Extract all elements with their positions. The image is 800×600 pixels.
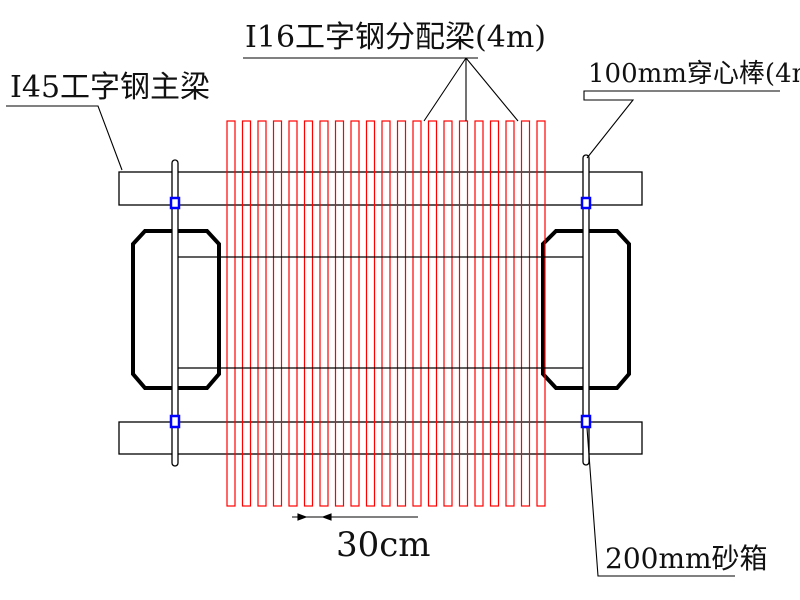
leader-distribution-3	[465, 57, 519, 122]
label-distribution-beam: I16工字钢分配梁(4m)	[245, 20, 546, 55]
sand-box-marker	[169, 196, 181, 210]
distribution-beam	[396, 120, 407, 507]
through-bar-right	[582, 154, 590, 466]
label-through-bar: 100mm穿心棒(4m)	[588, 59, 800, 89]
distribution-beam	[458, 120, 469, 507]
spacing-dimension	[292, 513, 418, 521]
distribution-beam	[427, 120, 438, 507]
distribution-beam	[365, 120, 376, 507]
distribution-beam	[505, 120, 515, 507]
distribution-beams	[226, 120, 546, 507]
pier-columns	[131, 229, 631, 390]
label-sand-box: 200mm砂箱	[605, 542, 768, 575]
distribution-beam	[257, 120, 267, 507]
distribution-beam	[536, 120, 546, 507]
distribution-beam	[226, 120, 236, 507]
main-beam-top	[118, 171, 643, 206]
leader-sand-box	[586, 427, 735, 577]
distribution-beam	[272, 120, 283, 507]
distribution-beam	[288, 120, 298, 507]
distribution-beam	[303, 120, 314, 507]
center-lines	[175, 256, 587, 369]
distribution-beam	[381, 120, 391, 507]
distribution-beam	[241, 120, 252, 507]
leader-main-beam	[6, 105, 123, 171]
distribution-beam	[520, 120, 531, 507]
sand-box-marker	[580, 414, 592, 429]
leader-lines	[6, 57, 780, 577]
distribution-beam	[334, 120, 345, 507]
distribution-beam	[319, 120, 329, 507]
through-bar-left	[171, 159, 179, 467]
dimension-arrow-right	[321, 513, 332, 521]
sand-box-marker	[169, 414, 181, 429]
main-beams	[118, 171, 643, 455]
dimension-arrow-left	[297, 513, 308, 521]
distribution-beam	[350, 120, 360, 507]
distribution-beam	[474, 120, 484, 507]
distribution-beam	[443, 120, 453, 507]
leader-distribution-1	[423, 57, 467, 122]
label-spacing: 30cm	[336, 525, 431, 565]
distribution-beam	[489, 120, 500, 507]
main-beam-bottom	[118, 421, 643, 455]
sand-box-markers	[169, 196, 592, 429]
leader-through-bar	[583, 90, 780, 159]
label-main-beam: I45工字钢主梁	[10, 70, 210, 105]
sand-box-marker	[580, 196, 592, 210]
distribution-beam	[412, 120, 422, 507]
through-bars	[171, 154, 590, 467]
